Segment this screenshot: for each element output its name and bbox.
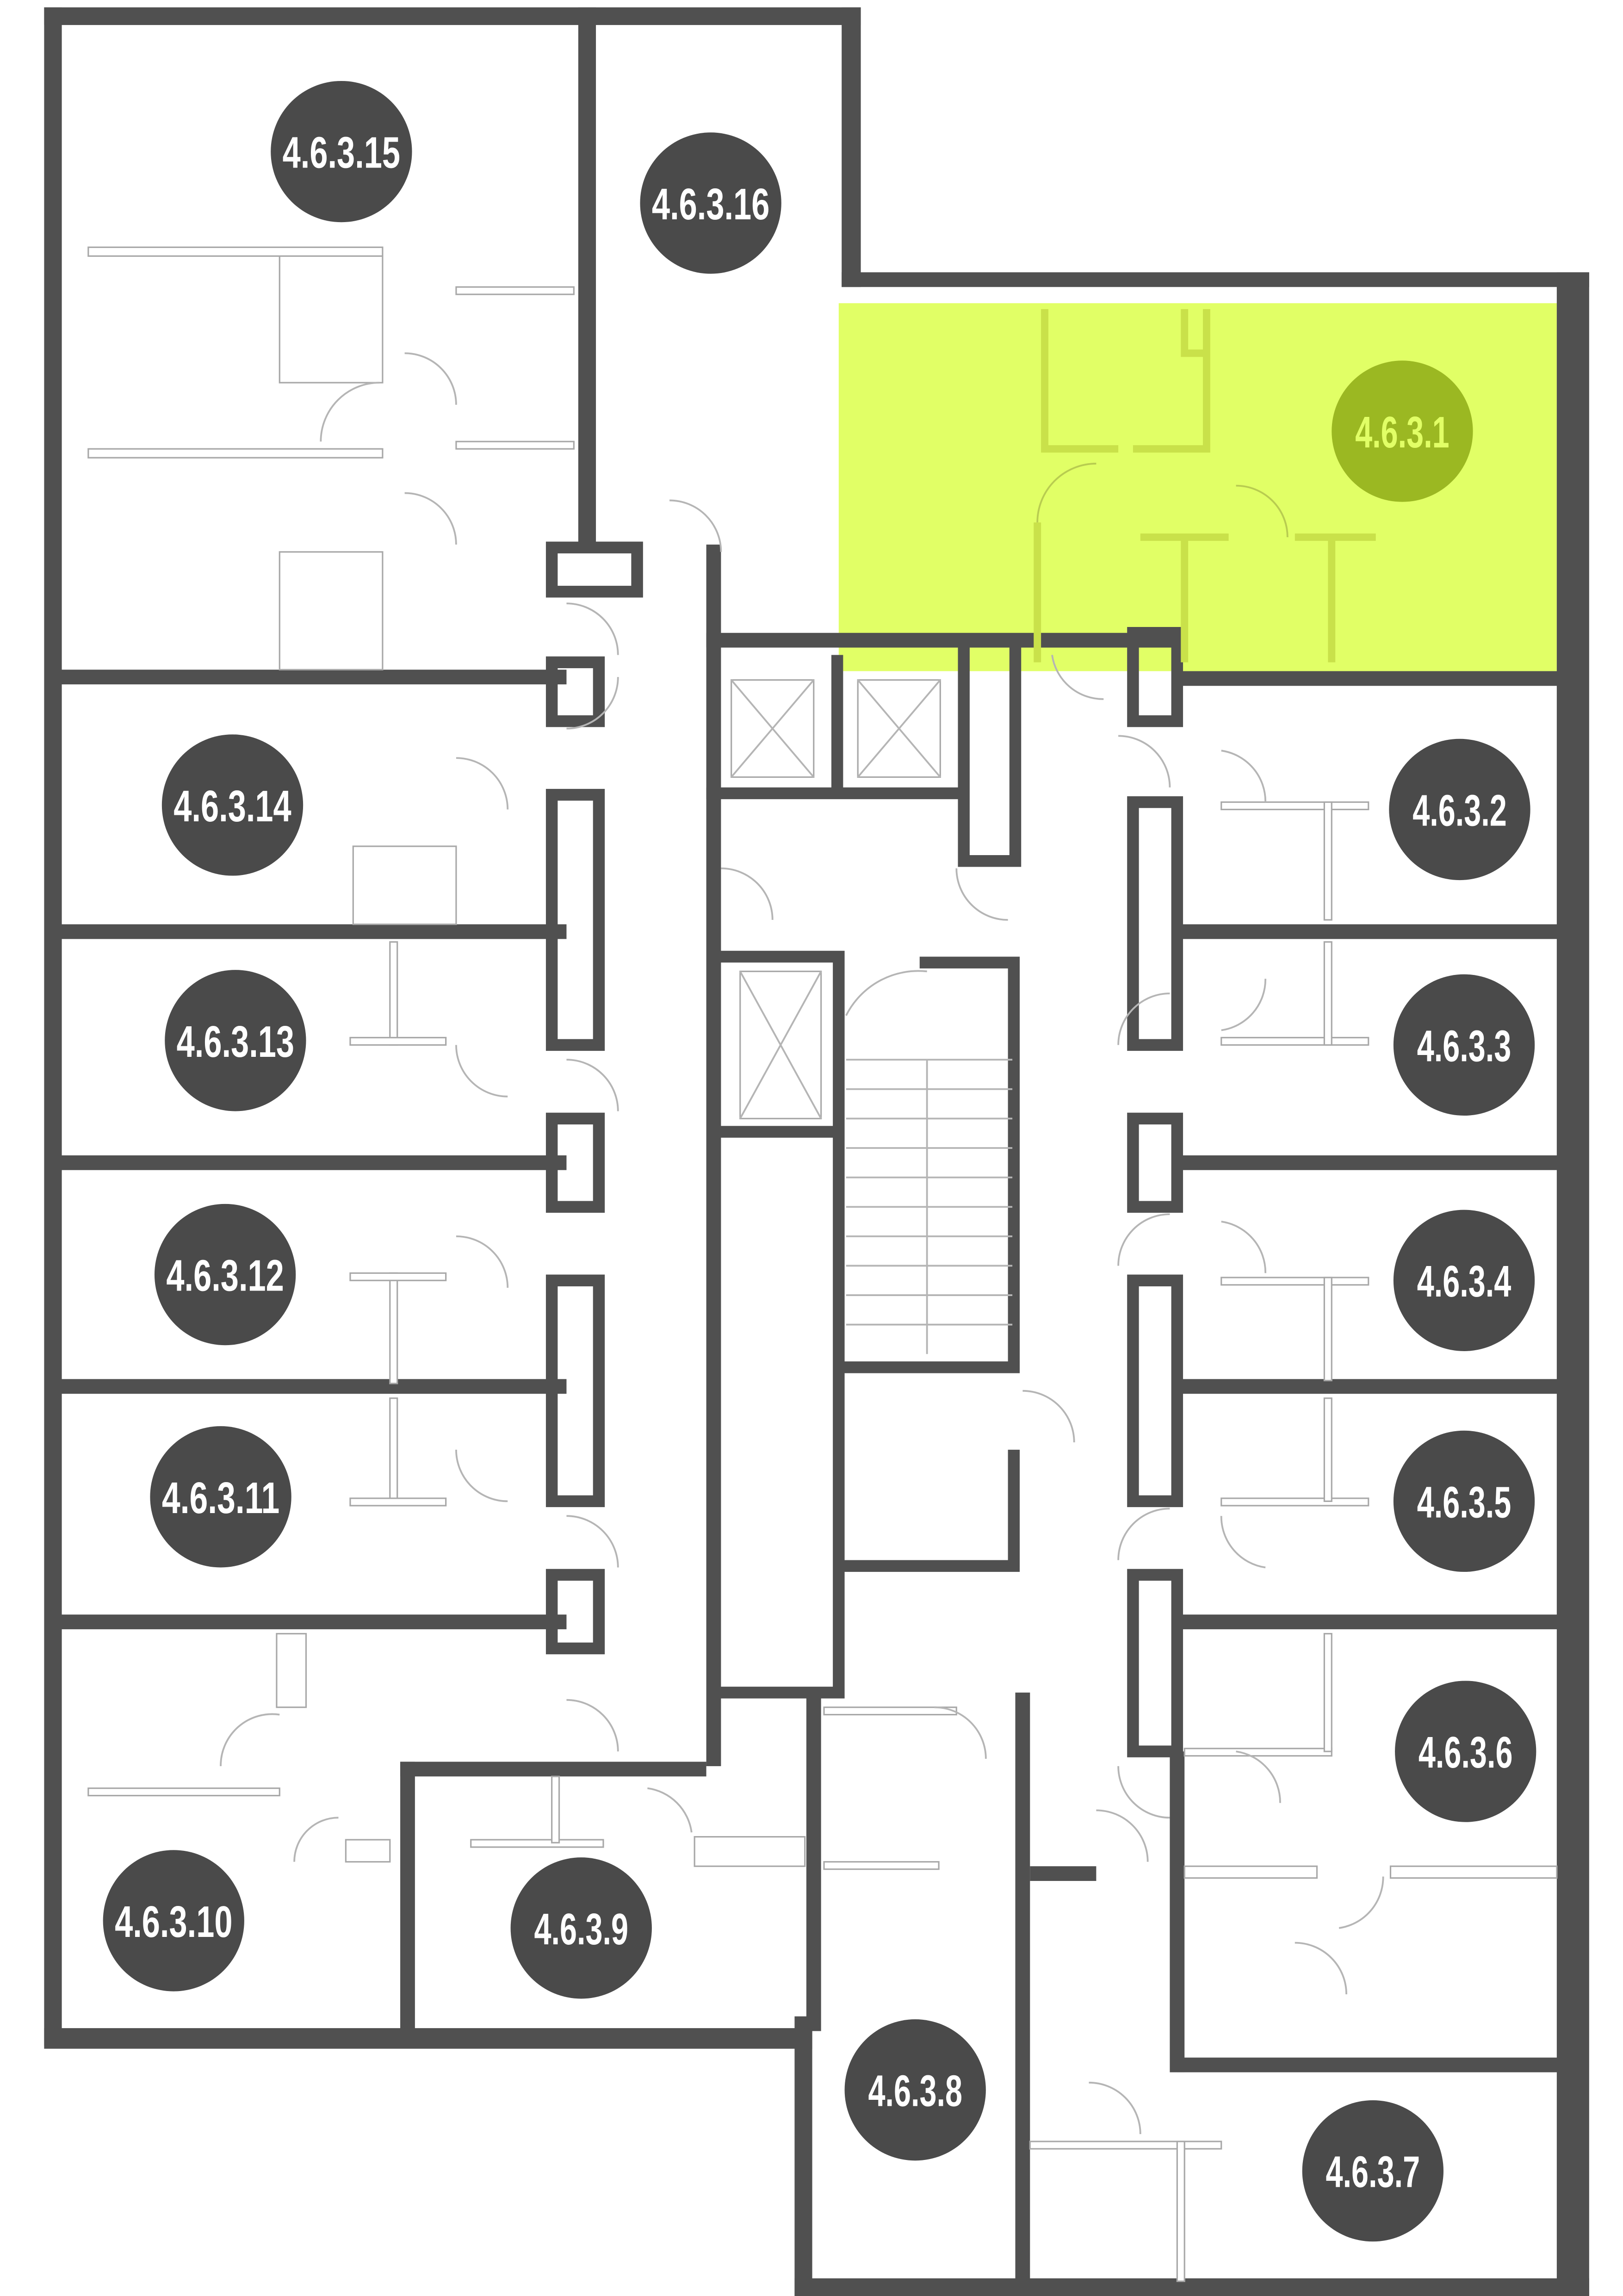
unit-badge-circle [150, 1426, 291, 1568]
unit-badge-4-6-3-15[interactable]: 4.6.3.15 [271, 81, 412, 223]
unit-badge-circle [165, 970, 306, 1111]
unit-badge-4-6-3-5[interactable]: 4.6.3.5 [1393, 1430, 1535, 1572]
unit-number-label: 4.6.3.2 [1412, 786, 1507, 835]
unit-badge-4-6-3-11[interactable]: 4.6.3.11 [150, 1426, 291, 1568]
unit-badge-4-6-3-2[interactable]: 4.6.3.2 [1389, 738, 1530, 881]
unit-number-label: 4.6.3.15 [283, 129, 400, 178]
unit-badge-4-6-3-8[interactable]: 4.6.3.8 [844, 2019, 986, 2161]
unit-badge-circle [154, 1204, 296, 1346]
unit-badge-4-6-3-3[interactable]: 4.6.3.3 [1393, 974, 1535, 1116]
unit-number-label: 4.6.3.13 [177, 1018, 294, 1067]
unit-number-label: 4.6.3.12 [166, 1252, 284, 1301]
unit-number-label: 4.6.3.14 [173, 782, 291, 831]
unit-badge-4-6-3-10[interactable]: 4.6.3.10 [103, 1850, 244, 1992]
unit-number-label: 4.6.3.5 [1417, 1478, 1511, 1527]
unit-badge-4-6-3-1[interactable]: 4.6.3.1 [1332, 360, 1473, 502]
unit-badge-4-6-3-9[interactable]: 4.6.3.9 [510, 1857, 652, 1999]
unit-number-label: 4.6.3.16 [652, 180, 769, 229]
unit-badge-4-6-3-4[interactable]: 4.6.3.4 [1393, 1210, 1535, 1351]
unit-badges: 4.6.3.15 4.6.3.16 4.6.3.1 4.6.3.14 4.6.3.2 4.… [103, 81, 1536, 2242]
unit-number-label: 4.6.3.3 [1417, 1022, 1511, 1071]
unit-badge-4-6-3-7[interactable]: 4.6.3.7 [1302, 2100, 1443, 2242]
unit-number-label: 4.6.3.10 [115, 1898, 232, 1947]
unit-badge-circle [1393, 974, 1535, 1116]
unit-badge-4-6-3-12[interactable]: 4.6.3.12 [154, 1204, 296, 1346]
unit-badge-circle [1332, 360, 1473, 502]
unit-badge-4-6-3-16[interactable]: 4.6.3.16 [640, 132, 781, 274]
unit-badge-circle [161, 734, 304, 876]
unit-badge-circle [640, 132, 781, 274]
unit-badge-circle [103, 1850, 244, 1992]
walls [44, 7, 1589, 2296]
unit-number-label: 4.6.3.11 [162, 1474, 279, 1523]
unit-badge-circle [510, 1857, 652, 1999]
unit-badge-circle [1393, 1210, 1535, 1351]
unit-number-label: 4.6.3.1 [1355, 408, 1450, 457]
highlighted-unit-area[interactable] [838, 303, 1557, 671]
unit-number-label: 4.6.3.6 [1419, 1728, 1513, 1777]
unit-badge-circle [844, 2019, 986, 2161]
unit-number-label: 4.6.3.9 [534, 1905, 628, 1954]
unit-badge-circle [1393, 1430, 1535, 1572]
unit-badge-circle [1389, 738, 1530, 881]
unit-badge-4-6-3-6[interactable]: 4.6.3.6 [1395, 1681, 1536, 1822]
unit-badge-circle [1395, 1681, 1536, 1822]
unit-badge-circle [271, 81, 412, 223]
unit-number-label: 4.6.3.4 [1417, 1257, 1511, 1306]
interior-partitions [87, 246, 1558, 2282]
unit-badge-4-6-3-14[interactable]: 4.6.3.14 [161, 734, 304, 876]
unit-badge-4-6-3-13[interactable]: 4.6.3.13 [165, 970, 306, 1111]
unit-number-label: 4.6.3.8 [868, 2067, 962, 2116]
unit-badge-circle [1302, 2100, 1443, 2242]
unit-number-label: 4.6.3.7 [1326, 2148, 1420, 2197]
